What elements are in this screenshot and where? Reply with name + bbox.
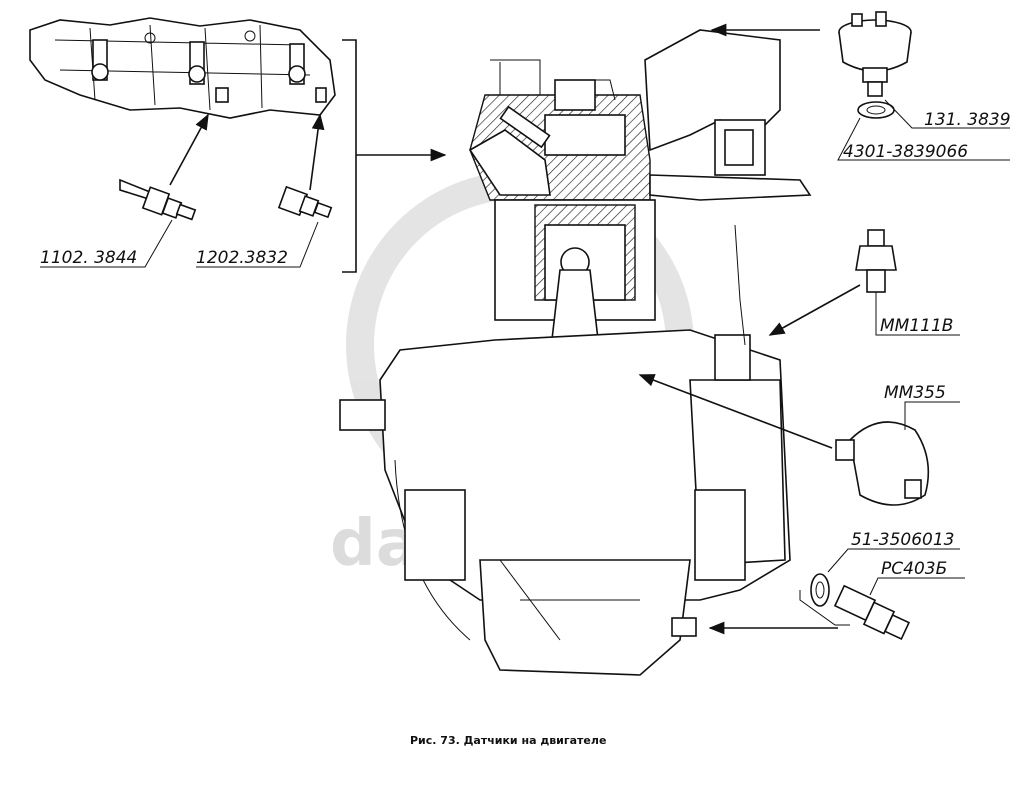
manifold-drawing: [29, 17, 336, 119]
arrow-temp-sensor-manifold: [309, 113, 325, 191]
leader-pressure-gauge: [904, 401, 960, 430]
bracket: [342, 39, 357, 273]
engine-drawing: [339, 29, 812, 676]
label-washer-pan: 51-3506013: [851, 530, 954, 550]
arrow-pressure-gauge: [638, 374, 833, 449]
label-pressure-indicator: ММ111В: [880, 316, 953, 336]
spark-plug-part: [119, 178, 197, 221]
pressure-indicator-part: [855, 229, 897, 293]
temp-sensor-manifold-part: [277, 185, 333, 219]
leader-pressure-indicator: [875, 292, 960, 336]
leader-washer-head: [837, 117, 1010, 161]
washer-pan-part: [810, 573, 830, 607]
leader-spark-plug: [40, 219, 173, 268]
leader-temp-sensor-manifold: [196, 221, 319, 268]
label-spark-plug: 1102. 3844: [40, 248, 137, 268]
leader-pressure-switch: [869, 577, 965, 596]
temp-sensor-head-part: [838, 11, 912, 97]
pressure-switch-part: [833, 584, 911, 641]
leader-washer-pan: [827, 548, 960, 573]
label-pressure-gauge: ММ355: [884, 383, 946, 403]
arrow-pressure-indicator: [768, 284, 861, 336]
label-temp-sensor-manifold: 1202.3832: [196, 248, 288, 268]
arrow-spark-plug: [169, 113, 209, 186]
pressure-gauge-part: [835, 421, 930, 506]
figure-caption: Рис. 73. Датчики на двигателе: [410, 734, 606, 747]
washer-pan-bracket: [799, 590, 850, 626]
label-washer-head: 4301-3839066: [843, 142, 968, 162]
label-temp-sensor-head: 131. 3839: [924, 110, 1011, 130]
label-pressure-switch: РС403Б: [881, 559, 947, 579]
leader-temp-sensor-head: [884, 99, 1010, 129]
